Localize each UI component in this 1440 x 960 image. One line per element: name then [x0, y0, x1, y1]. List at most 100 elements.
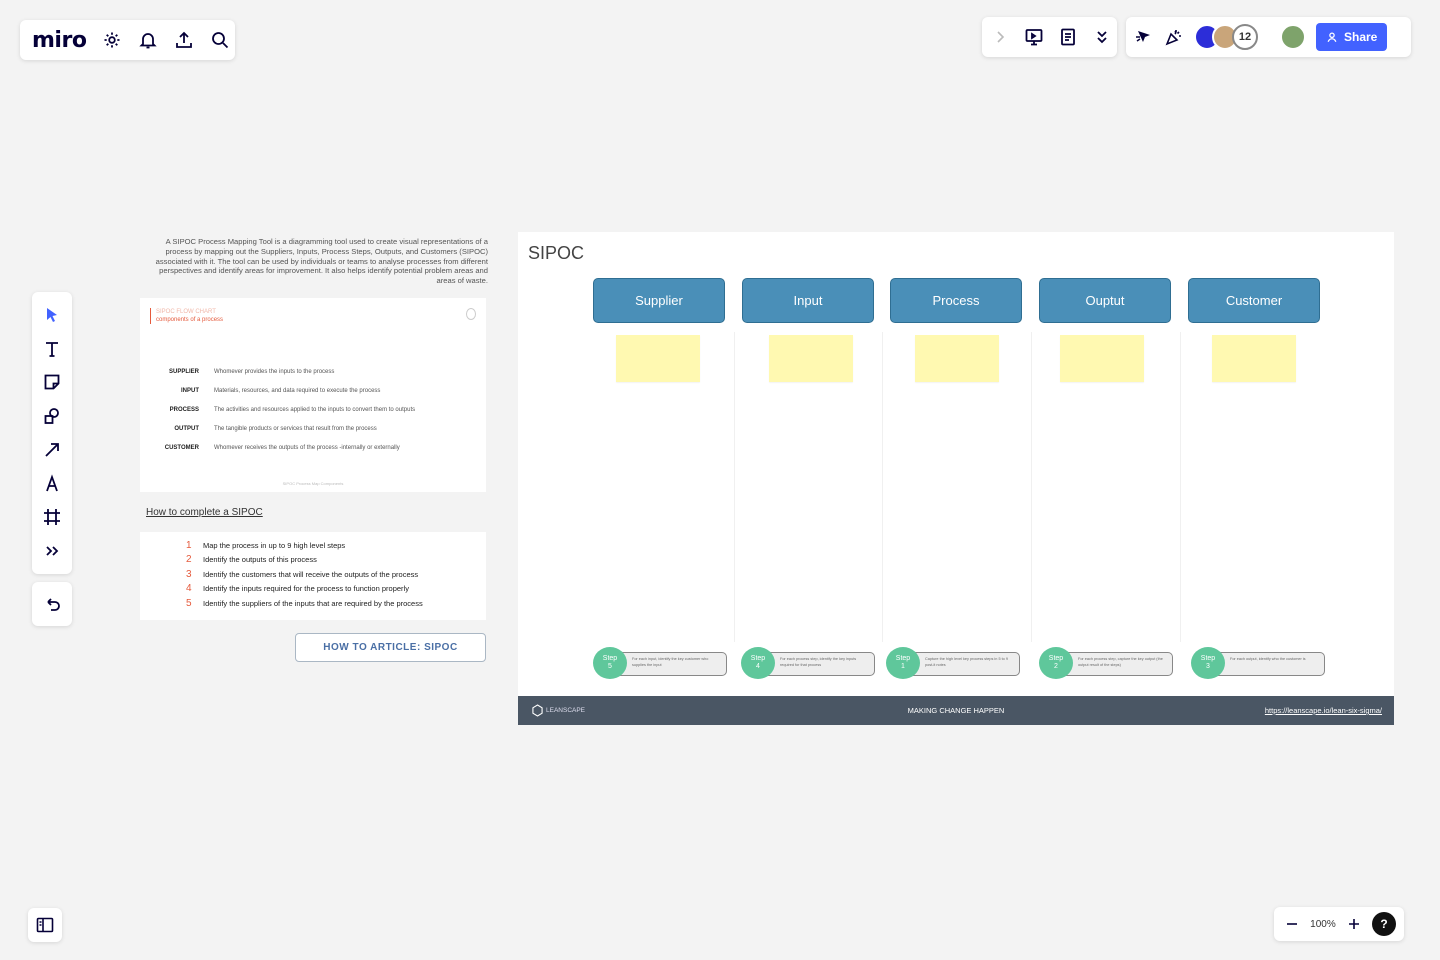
side-panel-icon	[35, 915, 55, 935]
notes-icon[interactable]	[1058, 27, 1078, 47]
leanscape-mark-icon	[466, 308, 476, 320]
zoom-bar: 100% ?	[1274, 907, 1404, 941]
intro-text[interactable]: A SIPOC Process Mapping Tool is a diagra…	[155, 237, 488, 286]
sticky-note[interactable]	[769, 335, 853, 382]
component-key: CUSTOMER	[164, 444, 199, 451]
sticky-note[interactable]	[1212, 335, 1296, 382]
chevrons-down-icon[interactable]	[1092, 27, 1112, 47]
sticky-note-icon[interactable]	[42, 372, 62, 392]
board-tools-bar	[982, 17, 1117, 57]
components-heading: SIPOC FLOW CHART components of a process	[150, 308, 223, 324]
zoom-out-icon[interactable]	[1282, 914, 1302, 934]
how-to-link[interactable]: How to complete a SIPOC	[146, 507, 263, 518]
cursor-follow-icon[interactable]	[1134, 27, 1154, 47]
collaborator-avatars[interactable]: 12	[1194, 24, 1258, 50]
share-button[interactable]: Share	[1316, 23, 1388, 51]
shapes-icon[interactable]	[42, 406, 62, 426]
step-number: 2	[186, 554, 192, 566]
step-bubble-label: Step	[895, 655, 911, 662]
celebrate-icon[interactable]	[1164, 27, 1184, 47]
step-text: Identify the customers that will receive…	[203, 569, 419, 579]
component-row: INPUT Materials, resources, and data requ…	[154, 381, 474, 400]
step-text: Map the process in up to 9 high level st…	[203, 540, 346, 550]
step-instruction-note[interactable]: Capture the high level key process steps…	[902, 652, 1020, 676]
miro-logo[interactable]: miro	[32, 27, 87, 53]
more-tools-icon[interactable]	[42, 541, 62, 561]
component-key: INPUT	[181, 387, 199, 394]
select-cursor-icon[interactable]	[42, 305, 62, 325]
step-bubble-label: Step	[750, 655, 766, 662]
sticky-note[interactable]	[1060, 335, 1144, 382]
how-to-article-button[interactable]: HOW TO ARTICLE: SIPOC	[295, 633, 486, 662]
presentation-icon[interactable]	[1024, 27, 1044, 47]
step-instruction-note[interactable]: For each output, identify who the custom…	[1207, 652, 1325, 676]
settings-icon[interactable]	[102, 30, 122, 50]
bell-icon[interactable]	[138, 30, 158, 50]
step-bubble-number: 5	[608, 663, 612, 670]
components-card[interactable]: SIPOC FLOW CHART components of a process…	[140, 298, 486, 492]
sipoc-column-header[interactable]: Supplier	[593, 278, 725, 323]
user-avatar[interactable]	[1280, 24, 1306, 50]
component-key: PROCESS	[169, 406, 199, 413]
component-row: CUSTOMER Whomever receives the outputs of…	[154, 438, 474, 457]
text-tool-icon[interactable]	[42, 339, 62, 359]
help-button[interactable]: ?	[1372, 912, 1396, 936]
pen-icon[interactable]	[42, 473, 62, 494]
leanscape-logo: LEANSCAPE	[532, 704, 585, 717]
component-key: SUPPLIER	[168, 368, 199, 375]
frame-icon[interactable]	[42, 507, 62, 527]
step-bubble-number: 2	[1054, 663, 1058, 670]
component-description: Materials, resources, and data required …	[214, 387, 381, 394]
sipoc-title: SIPOC	[528, 243, 585, 263]
column-divider	[1031, 332, 1032, 642]
step-number: 4	[186, 583, 192, 595]
sipoc-column-header[interactable]: Input	[742, 278, 874, 323]
sipoc-column-header[interactable]: Customer	[1188, 278, 1320, 323]
component-description: Whomever receives the outputs of the pro…	[214, 444, 400, 451]
top-left-toolbar: miro	[20, 20, 235, 60]
side-panel-toggle[interactable]	[28, 908, 62, 942]
undo-icon[interactable]	[42, 594, 62, 614]
step-bubble-number: 3	[1206, 663, 1210, 670]
step-number: 3	[186, 568, 192, 580]
zoom-in-icon[interactable]	[1344, 914, 1364, 934]
how-to-step: 2 Identify the outputs of this process	[186, 553, 486, 568]
footer-url-link[interactable]: https://leanscape.io/lean-six-sigma/	[1264, 706, 1382, 715]
connector-arrow-icon[interactable]	[42, 440, 62, 460]
step-instruction-note[interactable]: For each process step, capture the key o…	[1055, 652, 1173, 676]
undo-bar	[32, 582, 72, 626]
collaborator-count-badge[interactable]: 12	[1232, 24, 1258, 50]
share-label: Share	[1344, 30, 1378, 44]
step-bubble-label: Step	[1200, 655, 1216, 662]
zoom-level[interactable]: 100%	[1310, 918, 1336, 930]
sipoc-column-header[interactable]: Ouptut	[1039, 278, 1171, 323]
search-icon[interactable]	[210, 30, 230, 50]
components-footer: SIPOC Process Map Components	[282, 481, 344, 486]
chevron-right-icon[interactable]	[990, 27, 1010, 47]
collaboration-bar: 12 Share	[1126, 17, 1411, 57]
step-bubble-label: Step	[1048, 655, 1064, 662]
step-number: 5	[186, 597, 192, 609]
step-text: Identify the inputs required for the pro…	[203, 584, 409, 594]
sticky-note[interactable]	[915, 335, 999, 382]
column-divider	[882, 332, 883, 642]
upload-icon[interactable]	[174, 30, 194, 50]
sipoc-column-header[interactable]: Process	[890, 278, 1022, 323]
step-instruction-note[interactable]: For each input, identify the key custome…	[609, 652, 727, 676]
step-text: Identify the outputs of this process	[203, 555, 317, 565]
sticky-note[interactable]	[616, 335, 700, 382]
step-bubble-label: Step	[602, 655, 618, 662]
user-icon	[1327, 32, 1337, 42]
how-to-step: 3 Identify the customers that will receiv…	[186, 567, 486, 582]
